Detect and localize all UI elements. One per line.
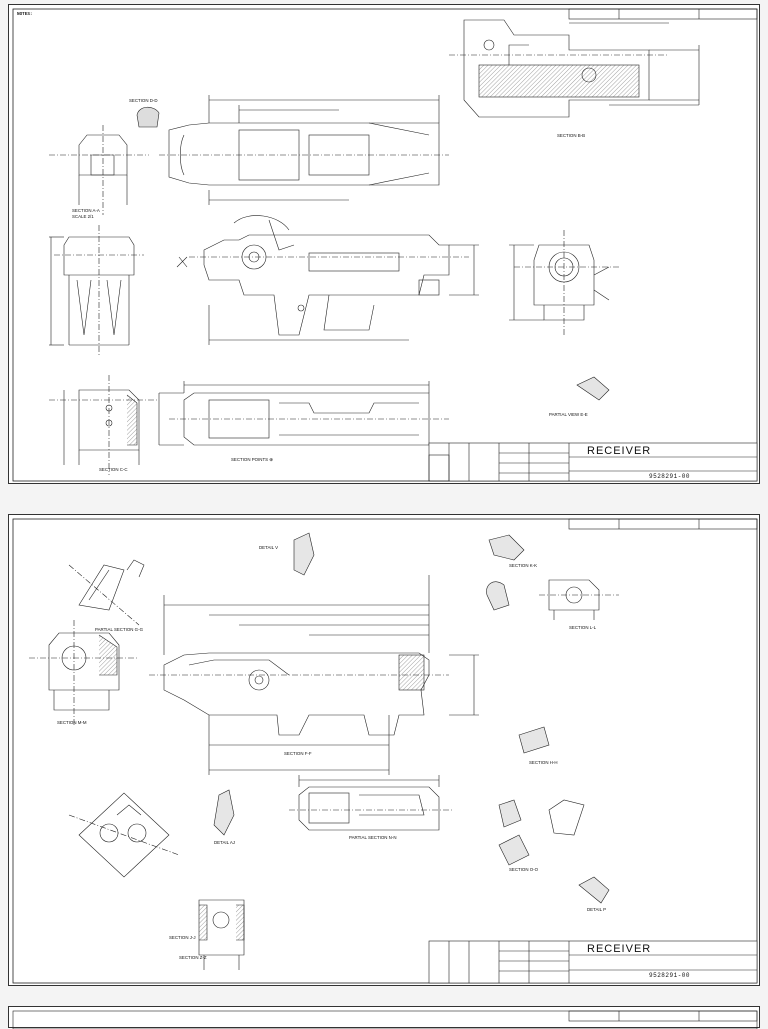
- section-kk-label: SECTION K-K: [509, 563, 538, 568]
- section-dd-label: SECTION D-D: [129, 98, 158, 103]
- notes-title: NOTES:: [17, 12, 33, 17]
- sheet-3-linework: [12, 1010, 758, 1029]
- detail-p-label: DETAIL P: [587, 907, 607, 912]
- section-zz-label: SECTION Z-Z: [179, 955, 207, 960]
- detail-aj-label: DETAIL AJ: [214, 840, 235, 845]
- section-aa-label: SECTION A-A: [72, 208, 100, 213]
- section-ll-label: SECTION L-L: [569, 625, 597, 630]
- drawing-number: 9528291-00: [649, 473, 691, 480]
- general-notes: NOTES:: [17, 12, 259, 19]
- drawing-sheet-2: PARTIAL SECTION G-G DETAIL V SECTION K-K…: [8, 514, 760, 986]
- section-gg-label: PARTIAL SECTION G-G: [95, 627, 143, 632]
- drawing-sheet-3-partial: [8, 1006, 760, 1029]
- section-nn-label: PARTIAL SECTION N-N: [349, 835, 397, 840]
- section-aa-scale: SCALE 2/1: [72, 214, 94, 219]
- drawing-number-2: 9528291-00: [649, 972, 691, 979]
- section-bb-label: SECTION B-B: [557, 133, 586, 138]
- section-ff-label: SECTION F-F: [284, 751, 312, 756]
- partial-view-ee-label: PARTIAL VIEW E-E: [549, 412, 588, 417]
- section-cc-label: SECTION C-C: [99, 467, 128, 472]
- sheet-2-linework: [12, 518, 758, 984]
- section-oo-label: SECTION O-O: [509, 867, 539, 872]
- drawing-title-2: RECEIVER: [587, 943, 652, 955]
- sheet-1-linework: [12, 8, 758, 482]
- drawing-title: RECEIVER: [587, 445, 652, 457]
- drawing-sheet-1: NOTES: SECTION B-B SECTION D-D SECTION A…: [8, 4, 760, 484]
- detail-v-label: DETAIL V: [259, 545, 279, 550]
- section-hh-label: SECTION H-H: [529, 760, 558, 765]
- section-jj-label: SECTION J-J: [169, 935, 196, 940]
- section-mm-label: SECTION M-M: [57, 720, 87, 725]
- section-points-label: SECTION POINTS ⊕: [231, 457, 273, 462]
